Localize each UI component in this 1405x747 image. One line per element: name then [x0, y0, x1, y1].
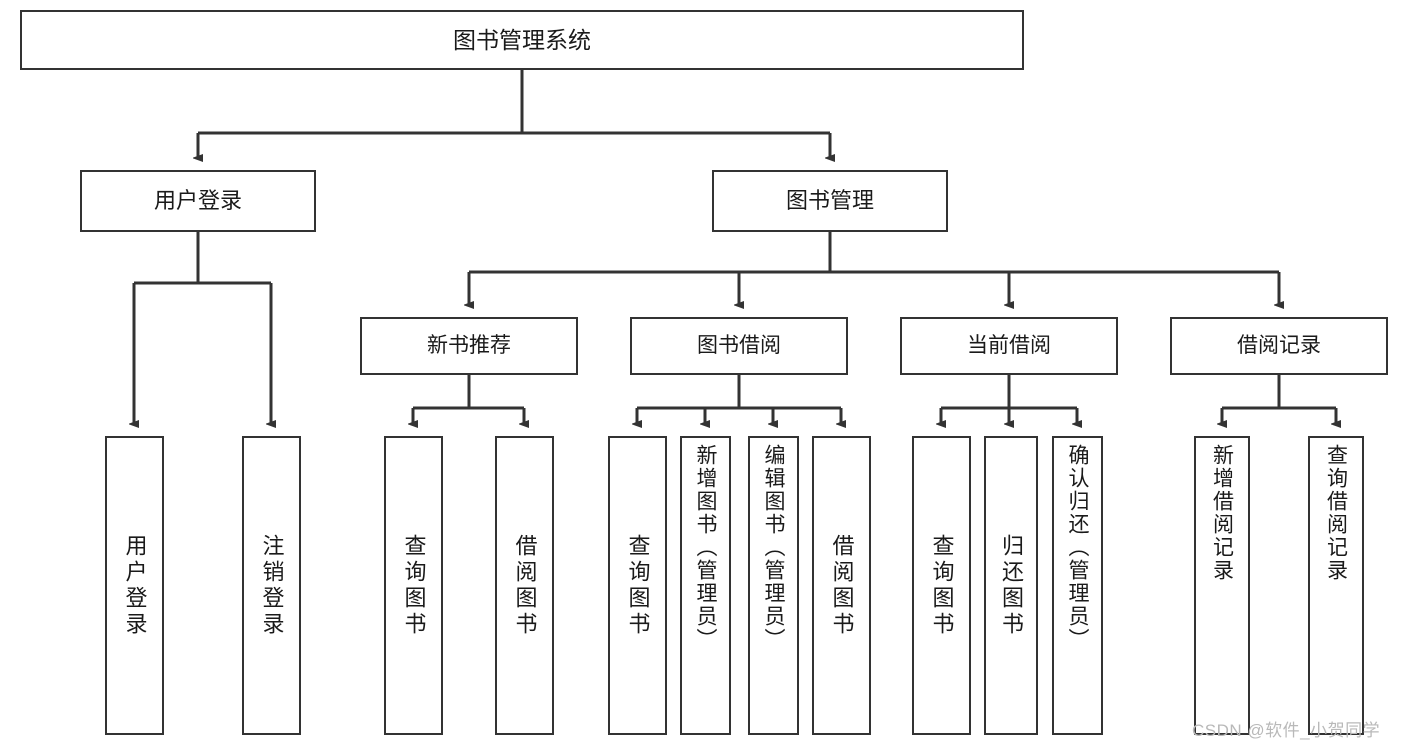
- node-book-borrow[interactable]: 图书借阅: [630, 317, 848, 375]
- node-label: 编辑图书（管理员）: [762, 444, 785, 651]
- node-label: 当前借阅: [967, 333, 1051, 357]
- node-leaf-add-record[interactable]: 新增借阅记录: [1194, 436, 1250, 735]
- node-label: 图书借阅: [697, 333, 781, 357]
- node-leaf-add-book[interactable]: 新增图书（管理员）: [680, 436, 731, 735]
- node-label: 用户登录: [153, 188, 242, 214]
- node-label: 用户登录: [122, 533, 148, 638]
- node-leaf-query-book-2[interactable]: 查询图书: [608, 436, 667, 735]
- node-label: 查询图书: [401, 533, 427, 638]
- node-label: 注销登录: [259, 533, 285, 638]
- node-leaf-query-book-3[interactable]: 查询图书: [912, 436, 971, 735]
- node-label: 借阅图书: [829, 533, 855, 638]
- node-label: 图书管理: [785, 188, 874, 214]
- node-label: 新书推荐: [427, 333, 511, 357]
- node-label: 查询图书: [625, 533, 651, 638]
- node-label: 查询借阅记录: [1324, 444, 1348, 582]
- node-user-login[interactable]: 用户登录: [80, 170, 316, 232]
- node-label: 确认归还（管理员）: [1066, 444, 1089, 651]
- node-leaf-query-book-1[interactable]: 查询图书: [384, 436, 443, 735]
- node-leaf-logout[interactable]: 注销登录: [242, 436, 301, 735]
- node-leaf-user-login[interactable]: 用户登录: [105, 436, 164, 735]
- node-label: 借阅图书: [512, 533, 538, 638]
- node-leaf-confirm-return[interactable]: 确认归还（管理员）: [1052, 436, 1103, 735]
- node-leaf-edit-book[interactable]: 编辑图书（管理员）: [748, 436, 799, 735]
- node-root-system[interactable]: 图书管理系统: [20, 10, 1024, 70]
- node-leaf-return-book[interactable]: 归还图书: [984, 436, 1038, 735]
- node-book-management[interactable]: 图书管理: [712, 170, 948, 232]
- node-new-book-recommend[interactable]: 新书推荐: [360, 317, 578, 375]
- node-leaf-query-record[interactable]: 查询借阅记录: [1308, 436, 1364, 735]
- node-current-borrow[interactable]: 当前借阅: [900, 317, 1118, 375]
- node-borrow-record[interactable]: 借阅记录: [1170, 317, 1388, 375]
- node-label: 新增图书（管理员）: [694, 444, 717, 651]
- node-label: 查询图书: [929, 533, 955, 638]
- node-label: 借阅记录: [1237, 333, 1321, 357]
- csdn-watermark: CSDN @软件_小贺同学: [1192, 721, 1381, 740]
- node-label: 归还图书: [999, 533, 1024, 638]
- node-leaf-borrow-book-1[interactable]: 借阅图书: [495, 436, 554, 735]
- node-label: 新增借阅记录: [1210, 444, 1234, 582]
- node-leaf-borrow-book-2[interactable]: 借阅图书: [812, 436, 871, 735]
- node-label: 图书管理系统: [453, 26, 591, 53]
